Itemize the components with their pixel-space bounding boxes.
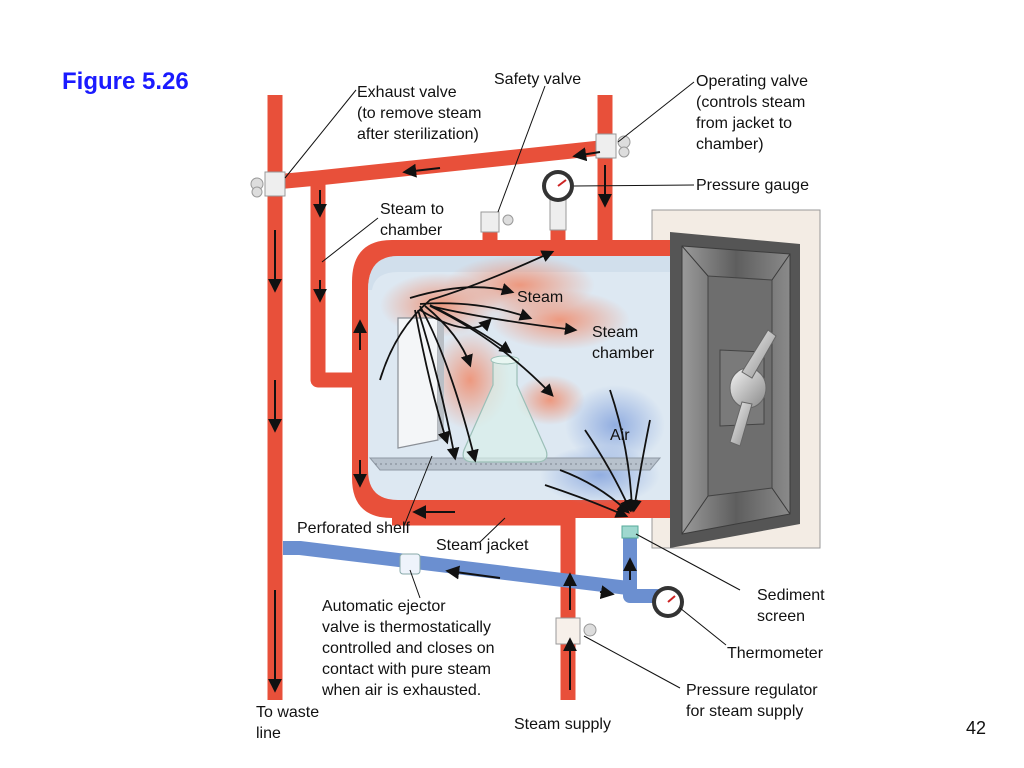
thermometer-icon [652, 586, 684, 618]
automatic-ejector-valve-icon [399, 553, 421, 575]
operating-valve-label: Operating valve (controls steam from jac… [696, 73, 809, 153]
steam-label: Steam [517, 289, 564, 306]
air-label: Air [610, 427, 630, 444]
operating-valve-icon [595, 133, 631, 159]
perforated-shelf-label: Perforated shelf [297, 520, 410, 537]
sediment-screen-icon [621, 525, 639, 539]
air-flow-arrows [544, 389, 651, 518]
safety-valve-icon [480, 211, 514, 233]
pressure-gauge-label: Pressure gauge [696, 177, 809, 194]
perforated-shelf [368, 457, 662, 471]
figure-title: Figure 5.26 [62, 68, 189, 95]
flask [462, 355, 548, 463]
pipe-flow-arrows [268, 147, 637, 693]
air-pipes [283, 528, 660, 603]
exhaust-valve-label: Exhaust valve (to remove steam after ste… [357, 84, 482, 143]
steam-flow-arrows [379, 250, 578, 463]
pressure-regulator-label: Pressure regulator for steam supply [686, 682, 818, 720]
steam-cloud [380, 255, 630, 430]
pressure-gauge-icon [542, 170, 574, 231]
to-waste-line-label: To waste line [256, 704, 320, 742]
steam-to-chamber-label: Steam to chamber [380, 201, 445, 239]
leader-lines [284, 81, 741, 689]
sediment-screen-label: Sediment screen [757, 587, 825, 625]
pressure-regulator-icon [555, 617, 597, 645]
thermometer-label: Thermometer [727, 645, 824, 662]
tray [397, 317, 444, 449]
steam-jacket-label: Steam jacket [436, 537, 529, 554]
page-number: 42 [966, 718, 987, 738]
exhaust-valve-icon [250, 171, 286, 198]
door-handle [729, 329, 777, 447]
automatic-ejector-label: Automatic ejector valve is thermostatica… [322, 598, 495, 699]
safety-valve-label: Safety valve [494, 71, 582, 88]
steam-chamber-label: Steam chamber [592, 324, 655, 362]
steam-supply-label: Steam supply [514, 716, 611, 733]
door [670, 232, 800, 548]
